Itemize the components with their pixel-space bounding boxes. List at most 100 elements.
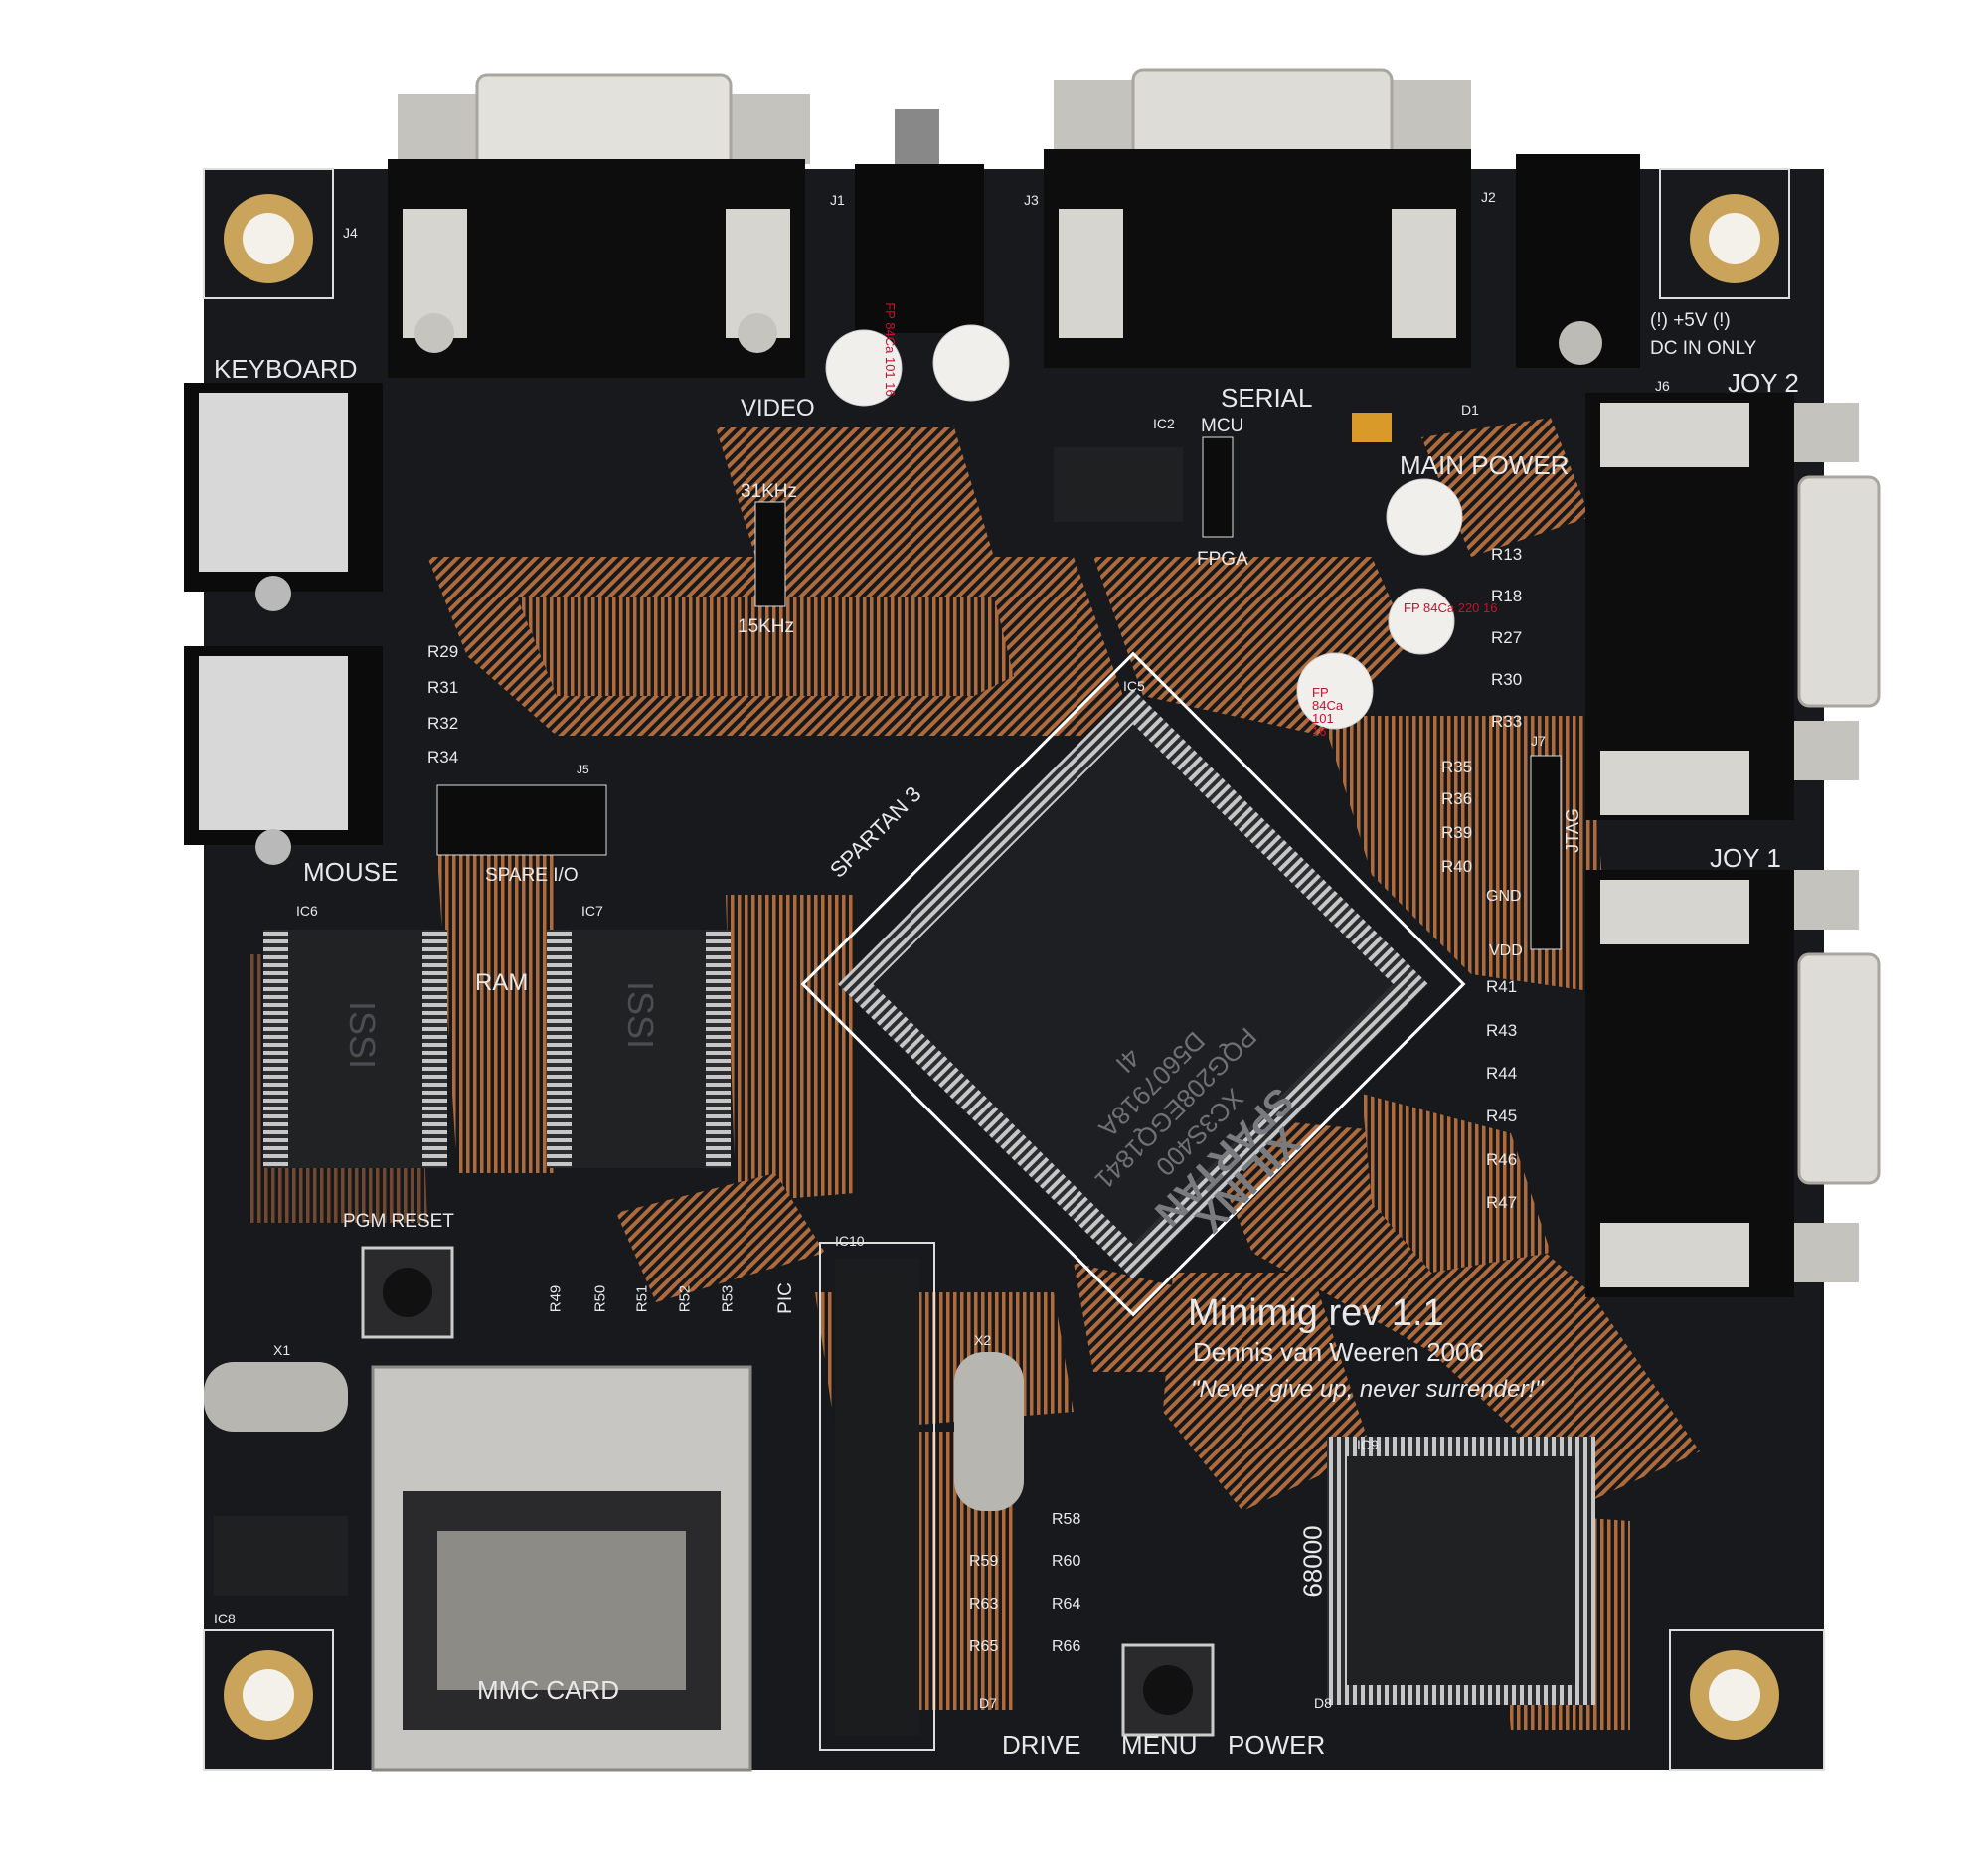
board-author: Dennis van Weeren 2006: [1193, 1337, 1484, 1367]
ram-marking-2: ISSI: [620, 980, 662, 1050]
res-label: R46: [1486, 1150, 1518, 1169]
res-label: R51: [633, 1284, 651, 1313]
label-mcu: MCU: [1201, 416, 1244, 436]
label-dc-warning-2: DC IN ONLY: [1650, 338, 1757, 359]
dc-jack-j2: [1516, 154, 1640, 368]
crystal-x2: [954, 1352, 1024, 1511]
board-motto: "Never give up, never surrender!": [1191, 1376, 1544, 1403]
label-vdd: VDD: [1489, 942, 1523, 959]
ps2-connectors: [184, 383, 383, 865]
label-ic7: IC7: [581, 903, 603, 919]
res-label: R32: [427, 714, 459, 733]
label-dc-warning-1: (!) +5V (!): [1650, 310, 1731, 331]
res-label: R34: [427, 748, 459, 767]
board-title: Minimig rev 1.1: [1188, 1292, 1444, 1334]
mmc-card-slot: [371, 1365, 752, 1772]
joystick-connectors: [1585, 393, 1881, 1297]
spare-io-header: [436, 784, 607, 856]
res-label: R60: [1052, 1553, 1081, 1570]
label-ic8: IC8: [214, 1611, 236, 1626]
ram-chips: [263, 930, 731, 1168]
vga-connector-j4: [388, 73, 810, 378]
clock-jumper: [754, 501, 786, 607]
res-label: R40: [1441, 857, 1473, 876]
res-label: R59: [969, 1553, 999, 1570]
res-label: R63: [969, 1596, 999, 1613]
res-label: R47: [1486, 1193, 1518, 1212]
res-label: R39: [1441, 823, 1473, 842]
tantalum-cap: [1352, 413, 1392, 442]
label-15khz: 15KHz: [738, 616, 795, 637]
fpga-chip: [800, 651, 1466, 1317]
label-x1: X1: [273, 1342, 291, 1358]
label-ic2: IC2: [1153, 416, 1175, 431]
res-label: R18: [1491, 587, 1523, 605]
label-d1: D1: [1461, 402, 1479, 418]
ic2-chip: [1054, 447, 1183, 522]
res-label: R27: [1491, 628, 1523, 647]
res-label: R43: [1486, 1021, 1518, 1040]
label-jtag: JTAG: [1562, 808, 1582, 853]
label-fpga: FPGA: [1197, 549, 1248, 570]
ic8-chip: [214, 1516, 348, 1596]
jtag-header: [1530, 755, 1562, 950]
label-main-power: MAIN POWER: [1400, 450, 1570, 480]
ram-marking-1: ISSI: [342, 1000, 384, 1070]
label-drive: DRIVE: [1002, 1730, 1081, 1760]
crystal-x1: [204, 1362, 348, 1432]
label-j1: J1: [830, 192, 845, 208]
res-label: R53: [719, 1284, 737, 1313]
res-label: R36: [1441, 789, 1473, 808]
res-label: R50: [591, 1284, 609, 1313]
label-ram: RAM: [475, 969, 529, 996]
res-label: R30: [1491, 670, 1523, 689]
label-power: POWER: [1228, 1730, 1326, 1760]
label-mouse: MOUSE: [303, 857, 399, 887]
cap-marking-c1: FP 84Ca 101 16: [882, 302, 898, 397]
pic-chip: [819, 1242, 935, 1751]
label-joy1: JOY 1: [1710, 843, 1781, 873]
label-spare-io: SPARE I/O: [485, 865, 579, 886]
label-j6: J6: [1655, 378, 1670, 394]
audio-jack-j1: [855, 109, 984, 333]
res-label: R64: [1052, 1596, 1081, 1613]
label-31khz: 31KHz: [741, 481, 798, 502]
cap-marking-c3: FP 84Ca 220 16: [1404, 600, 1498, 615]
res-label: R13: [1491, 545, 1523, 564]
res-label: R31: [427, 678, 459, 697]
serial-connector-j3: [1044, 68, 1471, 368]
label-keyboard: KEYBOARD: [214, 354, 358, 384]
res-label: R49: [547, 1284, 565, 1313]
push-buttons: [361, 1246, 1215, 1737]
res-label: R44: [1486, 1064, 1518, 1083]
label-serial: SERIAL: [1221, 383, 1313, 413]
label-j4: J4: [343, 225, 358, 241]
label-pic: PIC: [774, 1282, 796, 1314]
label-ic6: IC6: [296, 903, 318, 919]
label-j3: J3: [1024, 192, 1039, 208]
res-label: R66: [1052, 1638, 1081, 1655]
label-gnd: GND: [1486, 888, 1522, 905]
label-j2: J2: [1481, 189, 1496, 205]
res-label: R41: [1486, 977, 1518, 996]
label-pgm-reset: PGM RESET: [343, 1211, 454, 1232]
res-label: R58: [1052, 1511, 1081, 1528]
res-label: R65: [969, 1638, 999, 1655]
label-video: VIDEO: [741, 395, 815, 422]
label-ic5: IC5: [1123, 678, 1145, 694]
res-label: R52: [676, 1284, 694, 1313]
label-d7: D7: [979, 1695, 997, 1711]
label-joy2: JOY 2: [1728, 368, 1799, 398]
label-x2: X2: [974, 1332, 992, 1348]
label-j7: J7: [1531, 733, 1546, 749]
label-ic10: IC10: [835, 1233, 865, 1249]
label-menu: MENU: [1121, 1730, 1198, 1760]
label-mmc-card: MMC CARD: [477, 1675, 619, 1705]
res-label: R45: [1486, 1107, 1518, 1125]
mcu-jumper: [1202, 436, 1234, 538]
res-label: R33: [1491, 712, 1523, 731]
cpu-68000: [1327, 1437, 1595, 1705]
label-d8: D8: [1314, 1695, 1332, 1711]
